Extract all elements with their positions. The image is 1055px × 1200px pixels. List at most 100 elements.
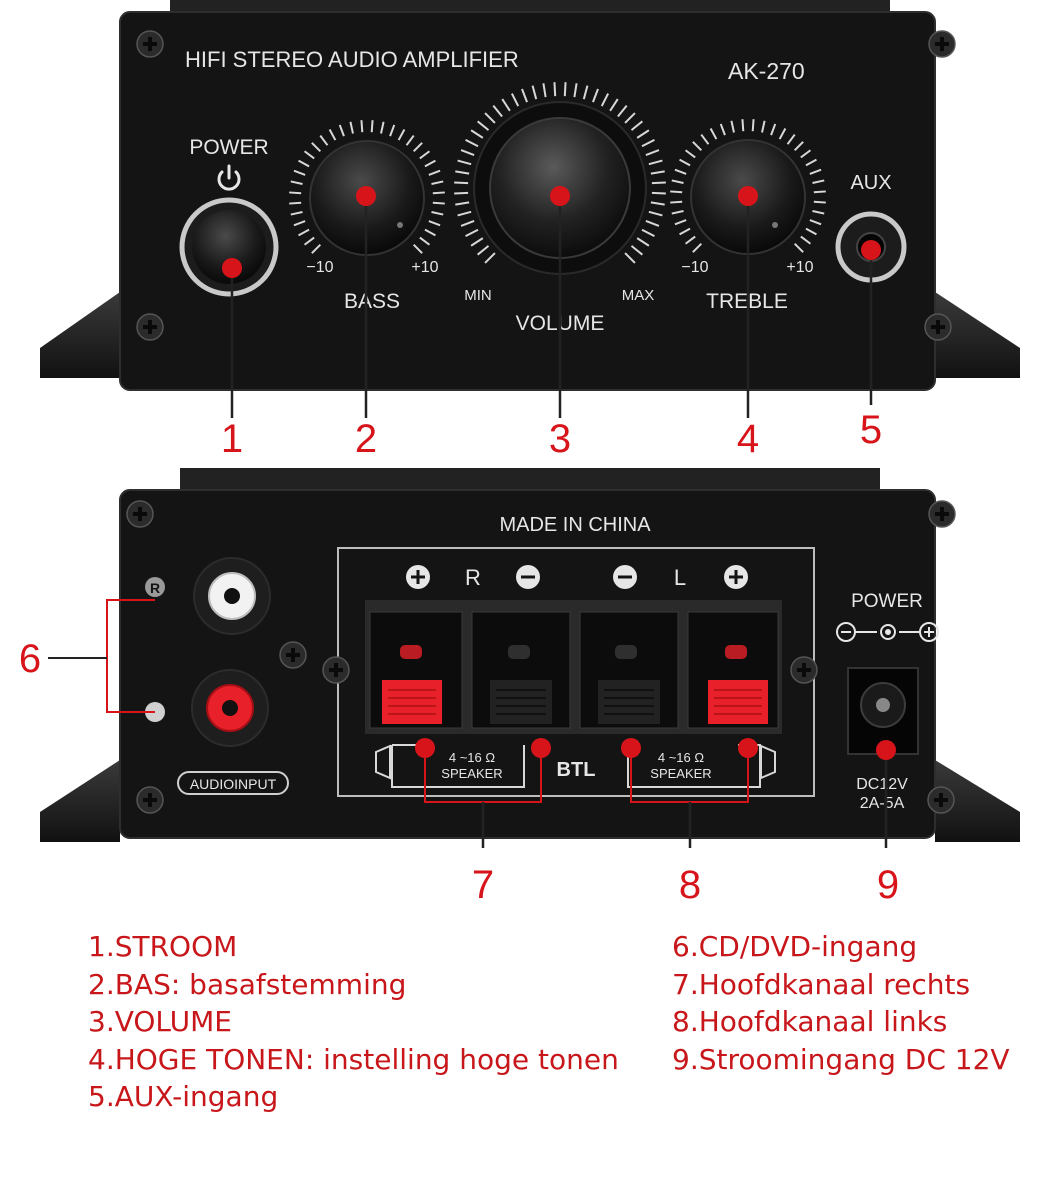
knob-tick bbox=[298, 228, 310, 237]
knob-tick bbox=[542, 83, 547, 98]
callout-dot-3 bbox=[550, 186, 570, 206]
treble-max-label: +10 bbox=[786, 259, 813, 276]
knob-tick bbox=[809, 219, 822, 226]
knob-tick bbox=[651, 181, 666, 185]
knob-tick bbox=[412, 142, 423, 153]
treble-tick-ring bbox=[670, 119, 826, 253]
screw-icon bbox=[136, 30, 164, 58]
knob-tick bbox=[812, 179, 825, 184]
legend-item: 9.Stroomingang DC 12V bbox=[672, 1042, 1010, 1076]
knob-tick bbox=[289, 191, 302, 195]
knob-tick bbox=[298, 159, 310, 168]
knob-tick bbox=[311, 243, 322, 254]
callout-dot-4 bbox=[738, 186, 758, 206]
knob-tick bbox=[645, 149, 660, 156]
terminal-l-plus[interactable] bbox=[687, 611, 779, 729]
terminal-r-minus[interactable] bbox=[471, 611, 571, 729]
legend-item: 1.STROOM bbox=[88, 930, 238, 963]
legend-item: 8.Hoofdkanaal links bbox=[672, 1005, 948, 1038]
knob-tick bbox=[293, 220, 306, 227]
dc-polarity-icon bbox=[836, 622, 939, 642]
callout-number-5: 5 bbox=[860, 408, 882, 452]
screw-icon bbox=[136, 786, 164, 814]
knob-tick bbox=[812, 210, 825, 215]
power-button[interactable] bbox=[192, 210, 266, 284]
callout-dot-8b bbox=[738, 738, 758, 758]
knob-tick bbox=[684, 235, 696, 245]
knob-tick bbox=[553, 82, 557, 97]
knob-tick bbox=[319, 134, 329, 146]
screw-icon bbox=[279, 641, 307, 669]
legend-item: 7.Hoofdkanaal rechts bbox=[672, 967, 971, 1001]
bass-min-label: −10 bbox=[306, 259, 333, 276]
knob-tick bbox=[349, 121, 354, 134]
knob-tick bbox=[674, 219, 687, 226]
callout-dot-8a bbox=[621, 738, 641, 758]
knob-tick bbox=[813, 190, 826, 194]
treble-min-label: −10 bbox=[681, 259, 708, 276]
knob-tick bbox=[389, 124, 396, 137]
screw-icon bbox=[928, 500, 956, 528]
speaker-right-impedance: 4 ~16 Ω bbox=[449, 750, 496, 765]
knob-tick bbox=[311, 142, 322, 153]
callout-number-8: 8 bbox=[679, 863, 701, 907]
speaker-left-impedance: 4 ~16 Ω bbox=[658, 750, 705, 765]
legend-item: 5.AUX-ingang bbox=[88, 1080, 279, 1113]
dc-voltage-label: DC12V bbox=[856, 776, 908, 793]
back-panel: MADE IN CHINA R AUDIOINPUT R L bbox=[40, 468, 1020, 842]
knob-tick bbox=[455, 170, 470, 175]
audio-input-badge bbox=[177, 771, 289, 795]
knob-tick bbox=[679, 158, 691, 167]
knob-tick bbox=[454, 181, 469, 185]
knob-tick bbox=[751, 119, 755, 132]
knob-tick bbox=[692, 242, 703, 253]
model-label: AK-270 bbox=[728, 58, 805, 84]
terminal-r-plus[interactable] bbox=[369, 611, 463, 729]
knob-tick bbox=[360, 120, 364, 133]
knob-tick bbox=[648, 210, 663, 217]
callout-number-9: 9 bbox=[877, 863, 899, 907]
knob-tick bbox=[460, 220, 475, 227]
rca-r-label: R bbox=[150, 580, 160, 596]
knob-tick bbox=[800, 149, 812, 159]
knob-tick bbox=[465, 138, 479, 148]
knob-tick bbox=[582, 85, 589, 100]
front-left-bracket bbox=[40, 292, 120, 378]
legend-item: 6.CD/DVD-ingang bbox=[672, 930, 918, 963]
callout-dot-1 bbox=[222, 258, 242, 278]
knob-tick bbox=[521, 88, 528, 103]
knob-tick bbox=[670, 200, 683, 204]
knob-tick bbox=[624, 252, 636, 264]
knob-tick bbox=[679, 227, 691, 236]
back-left-bracket bbox=[40, 760, 120, 842]
knob-tick bbox=[645, 220, 660, 227]
knob-tick bbox=[573, 83, 578, 98]
front-title: HIFI STEREO AUDIO AMPLIFIER bbox=[185, 47, 519, 72]
knob-tick bbox=[370, 120, 374, 133]
callout-dot-2 bbox=[356, 186, 376, 206]
knob-tick bbox=[650, 170, 665, 175]
knob-tick bbox=[531, 85, 538, 100]
knob-tick bbox=[457, 159, 472, 166]
knob-tick bbox=[813, 200, 826, 204]
knob-tick bbox=[770, 123, 777, 136]
knob-tick bbox=[741, 119, 745, 132]
knob-tick bbox=[293, 169, 306, 176]
knob-tick bbox=[431, 211, 444, 216]
knob-tick bbox=[630, 245, 644, 256]
knob-tick bbox=[492, 104, 503, 118]
dc-current-label: 2A-5A bbox=[860, 795, 905, 812]
terminal-r-label: R bbox=[465, 565, 481, 590]
callout-dot-5 bbox=[861, 240, 881, 260]
knob-tick bbox=[432, 201, 445, 205]
callout-number-6: 6 bbox=[19, 637, 41, 681]
front-panel: HIFI STEREO AUDIO AMPLIFIER AK-270 POWER… bbox=[40, 0, 1020, 391]
callout-number-1: 1 bbox=[221, 417, 243, 461]
knob-tick bbox=[563, 82, 567, 97]
screw-icon bbox=[924, 313, 952, 341]
audio-input-label: AUDIOINPUT bbox=[190, 776, 277, 792]
knob-tick bbox=[671, 210, 684, 215]
screw-icon bbox=[927, 786, 955, 814]
terminal-l-minus[interactable] bbox=[579, 611, 679, 729]
speaker-right-label: SPEAKER bbox=[441, 766, 502, 781]
